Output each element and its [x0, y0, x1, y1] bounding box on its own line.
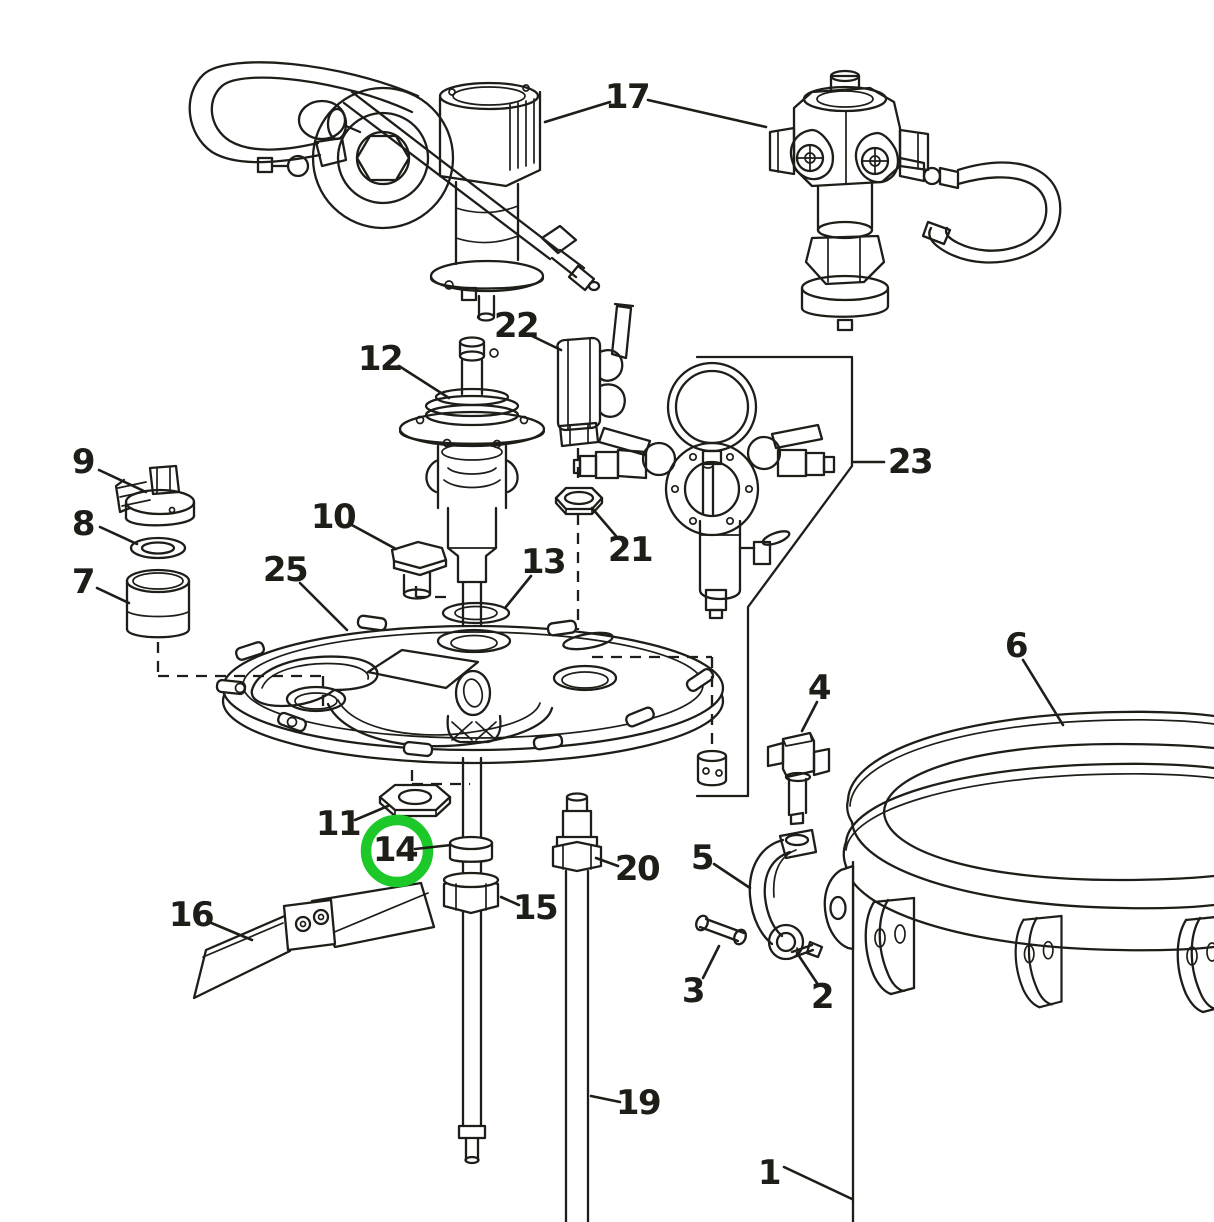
- lid-recess: [552, 664, 618, 692]
- cap-10: [390, 540, 448, 600]
- tank-lug: [823, 864, 855, 951]
- alignment-dashed-lines: [156, 448, 714, 786]
- valve-knob-icon: [854, 131, 900, 184]
- tank-1: [823, 762, 1214, 1222]
- cup-7: [125, 568, 191, 639]
- valve-knob-icon: [789, 128, 835, 181]
- clamp-5: [748, 828, 818, 961]
- collar-14: [448, 835, 494, 863]
- group-outline: [695, 355, 854, 798]
- id-plate: [366, 648, 480, 690]
- gearbox-lid: [438, 81, 540, 111]
- coupler-9: [114, 464, 196, 527]
- drive-drum: [311, 86, 455, 230]
- air-hose: [342, 90, 560, 261]
- mount-flange: [429, 259, 545, 293]
- nut-21: [554, 486, 604, 516]
- tbolt-4: [766, 731, 831, 826]
- valve-slot: [562, 631, 614, 651]
- pin-3: [695, 914, 747, 946]
- clamp-ring-6: [846, 710, 1214, 910]
- pour-ring: [454, 669, 492, 717]
- locknut-11: [378, 783, 452, 818]
- air-distribution-manifold: [768, 69, 1062, 332]
- regulator-assembly-23: [572, 355, 854, 798]
- shaft-boss: [436, 628, 512, 654]
- lid-recess: [285, 685, 347, 713]
- spacer: [696, 749, 728, 763]
- fluid-tube-19: [551, 792, 603, 1222]
- pressure-gauge: [666, 361, 758, 453]
- lid-handle: [326, 702, 554, 748]
- gasket-8: [129, 536, 187, 560]
- tank-lid-25: [215, 613, 725, 765]
- muffler: [297, 99, 347, 141]
- shutoff-valve-22: [556, 302, 635, 448]
- air-motor-assembly: [188, 61, 601, 322]
- valve-handle: [770, 423, 824, 450]
- whip-hose: [928, 161, 1062, 264]
- hexnut-15: [442, 871, 500, 915]
- agitator-paddle-16: [192, 881, 436, 1000]
- agitator-shaft: [457, 756, 487, 1165]
- washer-13: [441, 601, 511, 625]
- tube-fitting-20: [551, 792, 603, 873]
